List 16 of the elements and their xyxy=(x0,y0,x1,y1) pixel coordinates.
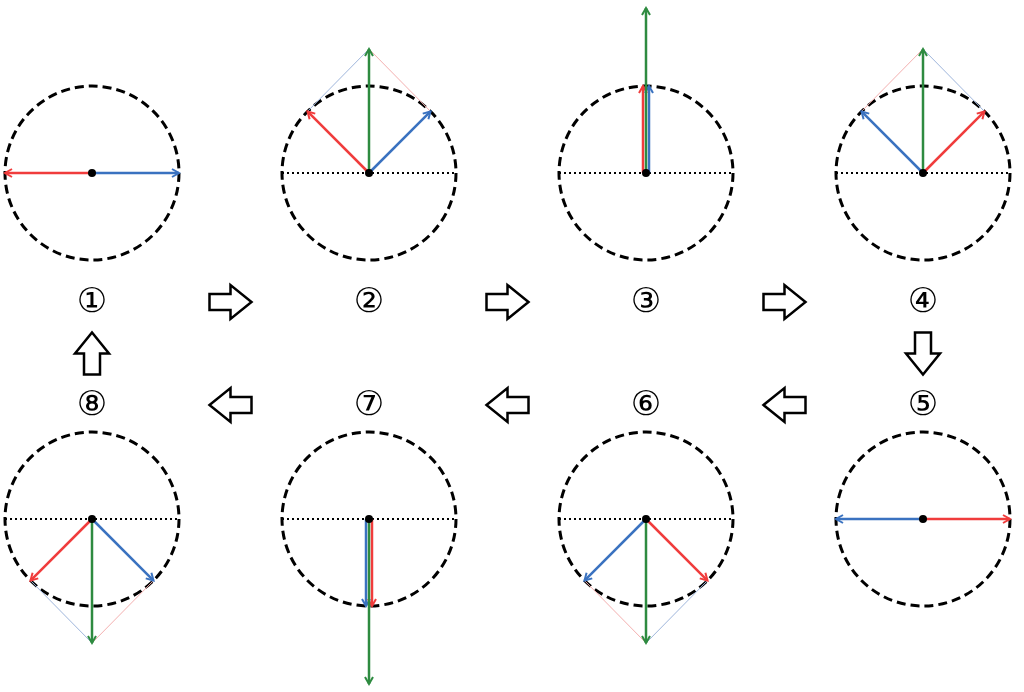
step-number: ⑦ xyxy=(352,383,386,423)
block-arrow xyxy=(72,330,112,376)
step-number: ② xyxy=(352,280,386,320)
block-arrow xyxy=(208,282,254,322)
block-arrow xyxy=(762,282,808,322)
step-number: ⑧ xyxy=(75,383,109,423)
block-arrow xyxy=(761,385,807,425)
step-number: ④ xyxy=(906,280,940,320)
block-arrow xyxy=(485,282,531,322)
block-arrow xyxy=(207,385,253,425)
block-arrow xyxy=(484,385,530,425)
step-number: ⑤ xyxy=(906,383,940,423)
step-number: ③ xyxy=(629,280,663,320)
block-arrow xyxy=(903,331,943,377)
step-number: ① xyxy=(75,280,109,320)
step-number: ⑥ xyxy=(629,383,663,423)
